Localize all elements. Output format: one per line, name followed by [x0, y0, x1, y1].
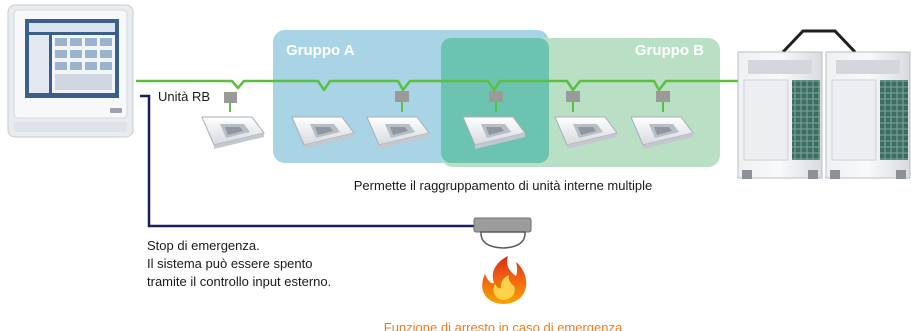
flame-icon [482, 256, 527, 304]
cassette-unit-icon [462, 116, 526, 149]
emergency-function-caption: Funzione di arresto in caso di emergenza [384, 320, 623, 331]
outdoor-connector [781, 29, 857, 54]
grouping-caption: Permette il raggruppamento di unità inte… [354, 178, 652, 193]
group-a-label: Gruppo A [286, 42, 355, 59]
central-controller-icon [7, 4, 134, 138]
cassette-unit-icon [554, 116, 618, 149]
rb-unit-box [224, 92, 237, 103]
cassette-unit-icon [630, 116, 694, 149]
rb-unit-label: Unità RB [158, 89, 210, 104]
cassette-unit-icon [291, 116, 355, 149]
group-b-label: Gruppo B [635, 42, 704, 59]
branch-boxes [229, 91, 670, 112]
outdoor-unit-icon [825, 51, 911, 179]
outdoor-unit-icon [737, 51, 823, 179]
refrigerant-line [136, 79, 747, 92]
emergency-signal-line [140, 94, 474, 228]
cassette-unit-icon [201, 116, 265, 149]
emergency-line-2: Il sistema può essere spento [147, 256, 312, 271]
emergency-line-1: Stop di emergenza. [147, 238, 260, 253]
emergency-line-3: tramite il controllo input esterno. [147, 274, 331, 289]
cassette-unit-icon [366, 116, 430, 149]
emergency-sensor-icon [473, 217, 532, 249]
